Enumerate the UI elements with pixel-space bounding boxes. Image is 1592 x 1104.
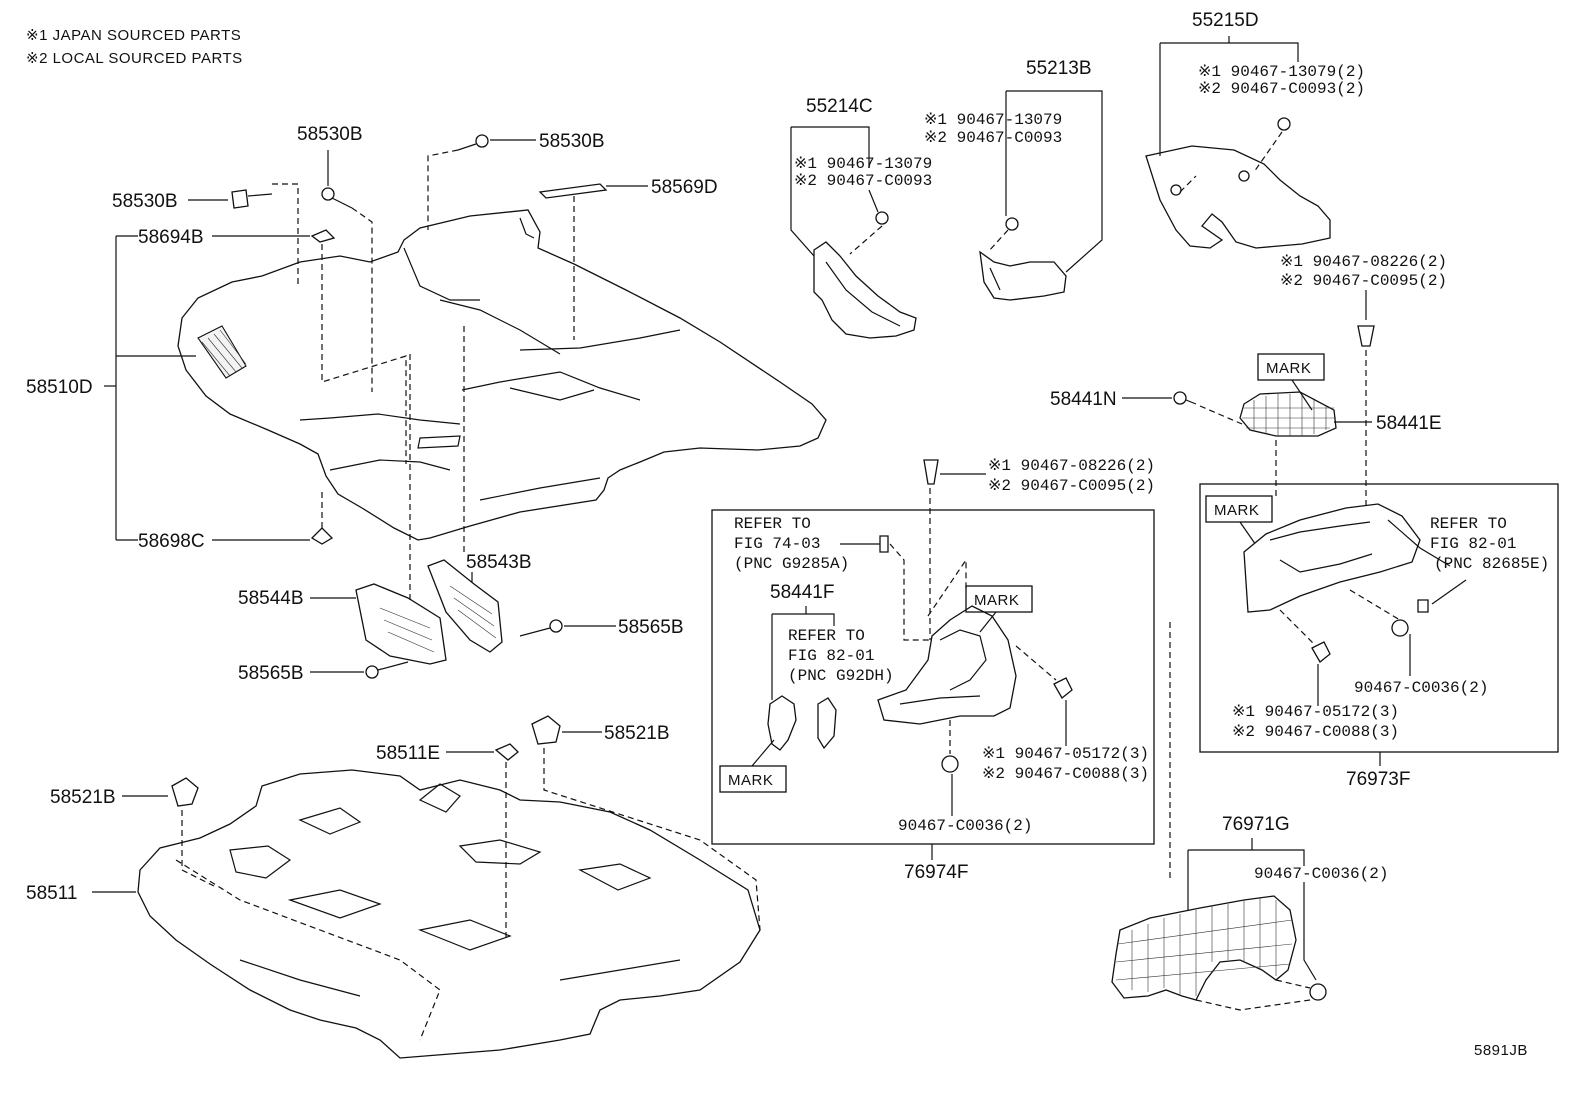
mark-58441E: MARK: [1266, 360, 1311, 377]
fastener-center-2: ※2 90467-C0095(2): [988, 477, 1155, 495]
clip-58530B-left: [231, 189, 273, 209]
label-55213B: 55213B: [1026, 58, 1092, 79]
screw-58530B-top: [457, 134, 489, 151]
refer-3-b: FIG 82-01: [1430, 535, 1516, 553]
label-58530B-mid: 58530B: [297, 124, 363, 145]
label-55215D: 55215D: [1192, 10, 1259, 31]
fastener-55213B-1: ※1 90467-13079: [924, 111, 1062, 129]
label-58441E: 58441E: [1376, 413, 1442, 434]
label-58565B-right: 58565B: [618, 617, 684, 638]
part-58441F: [767, 695, 837, 751]
floor-carpet-58510D: [177, 209, 827, 541]
fastener-76974F-3: 90467-C0036(2): [898, 817, 1032, 835]
fastener-55214C-1: ※1 90467-13079: [794, 155, 932, 173]
label-76971G: 76971G: [1222, 814, 1290, 835]
refer-1-c: (PNC G9285A): [734, 555, 849, 573]
mark-76973F: MARK: [1214, 502, 1259, 519]
clip-76974F-side: [1053, 677, 1073, 699]
clip-58521B-top: [531, 715, 561, 745]
mark-box-76974F: [965, 585, 1033, 613]
label-58510D: 58510D: [26, 377, 93, 398]
mark-58441F: MARK: [728, 772, 773, 789]
fastener-55214C-2: ※2 90467-C0093: [794, 172, 932, 190]
screw-58565B-left: [365, 661, 409, 679]
part-76974F-panel: [877, 558, 1017, 725]
refer-2-c: (PNC G92DH): [788, 667, 894, 685]
clip-76973F-a: [1391, 619, 1409, 637]
label-58698C: 58698C: [138, 531, 205, 552]
fastener-55215D-1: ※1 90467-13079(2): [1198, 63, 1365, 81]
part-76973F-panel: [1243, 503, 1451, 613]
mark-box-58441F: [719, 765, 787, 793]
fastener-right-1: ※1 90467-08226(2): [1280, 253, 1447, 271]
fastener-76973F-2: ※1 90467-05172(3): [1232, 703, 1399, 721]
label-58441F: 58441F: [770, 582, 834, 603]
group-box-76973F: [1199, 483, 1559, 753]
clip-76974F-bottom: [941, 755, 959, 773]
part-76971G: [1111, 895, 1297, 1001]
label-58530B-top: 58530B: [539, 131, 605, 152]
clip-center-top: [923, 459, 939, 485]
label-58521B-top: 58521B: [604, 723, 670, 744]
part-55213B: [979, 217, 1067, 301]
floor-silencer-58511: [137, 769, 761, 1059]
fastener-55215D-2: ※2 90467-C0093(2): [1198, 80, 1365, 98]
clip-58511E: [494, 743, 519, 761]
label-58565B-left: 58565B: [238, 663, 304, 684]
clip-58698C: [310, 527, 334, 545]
part-55214C: [813, 211, 917, 339]
clip-76973F-b: [1311, 641, 1331, 663]
clip-right-column: [1357, 325, 1375, 347]
fastener-center-1: ※1 90467-08226(2): [988, 457, 1155, 475]
panel-58441E: [1239, 391, 1337, 437]
label-58694B: 58694B: [138, 227, 204, 248]
bracket-58544B: [355, 583, 447, 665]
label-76974F: 76974F: [904, 862, 968, 883]
refer-3-a: REFER TO: [1430, 515, 1507, 533]
fastener-76974F-1: ※1 90467-05172(3): [982, 745, 1149, 763]
clip-58521B-left: [171, 777, 199, 807]
refer-2-b: FIG 82-01: [788, 647, 874, 665]
label-58521B-left: 58521B: [50, 787, 116, 808]
mark-76974F: MARK: [974, 592, 1019, 609]
clip-76971G: [1309, 983, 1327, 1001]
screw-58441N: [1173, 391, 1197, 405]
part-55215D: [1145, 117, 1331, 249]
legend-note-1: ※1 JAPAN SOURCED PARTS: [26, 27, 241, 44]
label-76973F: 76973F: [1346, 769, 1410, 790]
fastener-55213B-2: ※2 90467-C0093: [924, 129, 1062, 147]
fastener-76973F-1: 90467-C0036(2): [1354, 679, 1488, 697]
label-58441N: 58441N: [1050, 389, 1117, 410]
drawing-code: 5891JB: [1474, 1042, 1528, 1059]
label-55214C: 55214C: [806, 96, 873, 117]
screw-58530B-mid: [321, 187, 353, 209]
label-58511E: 58511E: [376, 743, 440, 764]
group-box-76974F: [711, 509, 1155, 845]
refer-1-b: FIG 74-03: [734, 535, 820, 553]
mark-box-58441E: [1257, 353, 1325, 381]
bracket-58543B: [427, 559, 503, 653]
screw-58565B-right: [519, 619, 563, 637]
fastener-76974F-2: ※2 90467-C0088(3): [982, 765, 1149, 783]
refer-2-a: REFER TO: [788, 627, 865, 645]
clip-58694B: [310, 229, 336, 243]
label-58511: 58511: [26, 883, 77, 904]
label-58530B-left: 58530B: [112, 191, 178, 212]
label-58544B: 58544B: [238, 588, 304, 609]
legend-note-2: ※2 LOCAL SOURCED PARTS: [26, 50, 243, 67]
label-58543B: 58543B: [466, 552, 532, 573]
fastener-right-2: ※2 90467-C0095(2): [1280, 272, 1447, 290]
fastener-76973F-3: ※2 90467-C0088(3): [1232, 723, 1399, 741]
refer-1-a: REFER TO: [734, 515, 811, 533]
plate-58569D: [538, 183, 608, 199]
label-58569D: 58569D: [651, 177, 718, 198]
mark-box-76973F: [1205, 495, 1273, 523]
refer-3-c: (PNC 82685E): [1434, 555, 1549, 573]
fastener-76971G-1: 90467-C0036(2): [1254, 865, 1388, 883]
